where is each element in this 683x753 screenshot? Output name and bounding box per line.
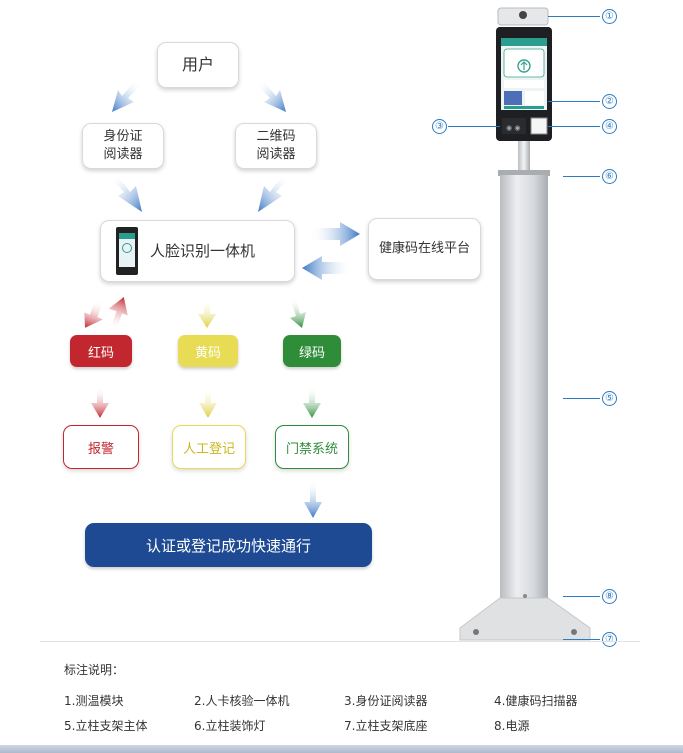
legend-item-1: 1.测温模块: [64, 694, 124, 708]
manual-register-label: 人工登记: [182, 441, 235, 457]
temperature-sensor-icon: [519, 11, 527, 19]
device-illustration: ◉ ◉: [459, 7, 591, 641]
power-port: [523, 594, 527, 598]
access-system-label: 门禁系统: [285, 441, 338, 457]
callout-line-5: [563, 398, 600, 399]
id-reader-node: 身份证 阅读器: [82, 123, 164, 169]
callout-5: ⑤: [602, 391, 617, 406]
callout-line-7: [563, 639, 600, 640]
health-platform-label: 健康码在线平台: [378, 241, 470, 256]
qr-scanner: [530, 117, 548, 135]
pass-indicator-icon: [517, 59, 531, 73]
alarm-label: 报警: [87, 441, 114, 457]
arrow-terminal-to-yellow-code: [198, 298, 216, 328]
callout-line-6: [563, 176, 600, 177]
arrow-terminal-to-platform: [310, 222, 360, 246]
svg-text:◉ ◉: ◉ ◉: [506, 124, 520, 132]
callout-line-4: [548, 126, 600, 127]
callout-line-3: [448, 126, 500, 127]
arrow-yellow-code-to-manual: [199, 387, 217, 418]
arrow-platform-to-terminal: [302, 256, 352, 280]
callout-7: ⑦: [602, 632, 617, 647]
face-terminal-label: 人脸识别一体机: [150, 242, 256, 260]
pole-body: [500, 175, 548, 627]
qr-reader-node: 二维码 阅读器: [235, 123, 317, 169]
base-bolt-right: [571, 629, 577, 635]
final-banner-label: 认证或登记成功快速通行: [145, 536, 311, 555]
legend-item-4: 4.健康码扫描器: [494, 694, 578, 708]
legend-item-5: 5.立柱支架主体: [64, 719, 148, 733]
device-neck: [518, 141, 530, 171]
section-divider: [40, 641, 640, 642]
arrow-green-code-to-access: [303, 387, 321, 418]
yellow-code-label: 黄码: [194, 345, 221, 361]
base-bolt-left: [473, 629, 479, 635]
user-label: 用户: [181, 55, 214, 74]
legend-item-8: 8.电源: [494, 719, 530, 733]
alarm-node: 报警: [63, 425, 139, 469]
arrow-red-code-to-alarm: [91, 387, 109, 418]
callout-1: ①: [602, 9, 617, 24]
callout-8: ⑧: [602, 589, 617, 604]
red-code-label: 红码: [87, 345, 114, 361]
callout-4: ④: [602, 119, 617, 134]
health-platform-node: 健康码在线平台: [368, 218, 481, 280]
legend-item-3: 3.身份证阅读器: [344, 694, 428, 708]
access-system-node: 门禁系统: [275, 425, 349, 469]
final-banner: 认证或登记成功快速通行: [85, 523, 372, 567]
face-terminal-thumbnail: [116, 227, 138, 275]
qr-reader-label-line2: 阅读器: [256, 147, 296, 162]
arrow-access-to-final: [304, 480, 322, 518]
callout-line-2: [548, 101, 600, 102]
pole-top-cap: [498, 170, 550, 176]
arrow-user-to-qr-reader: [258, 82, 286, 112]
legend-item-7: 7.立柱支架底座: [344, 719, 428, 733]
arrow-user-to-id-reader: [112, 82, 140, 112]
callout-line-1: [548, 16, 600, 17]
id-card-reader: [502, 118, 526, 134]
arrow-red-code-to-terminal: [108, 297, 128, 331]
face-terminal-node: 人脸识别一体机: [100, 220, 295, 282]
legend-item-2: 2.人卡核验一体机: [194, 694, 290, 708]
legend-title: 标注说明：: [64, 663, 125, 677]
pole-base: [459, 597, 591, 641]
qr-reader-label-line1: 二维码: [256, 129, 296, 144]
green-code-pill: 绿码: [283, 335, 341, 367]
callout-line-8: [563, 596, 600, 597]
user-node: 用户: [157, 42, 239, 88]
callout-3: ③: [432, 119, 447, 134]
arrow-qr-reader-to-terminal: [258, 176, 288, 212]
callout-2: ②: [602, 94, 617, 109]
arrow-terminal-to-red-code: [84, 299, 104, 328]
id-reader-label-line2: 阅读器: [103, 147, 143, 162]
callout-6: ⑥: [602, 169, 617, 184]
bottom-bar: [0, 745, 683, 753]
manual-register-node: 人工登记: [172, 425, 246, 469]
id-reader-label-line1: 身份证: [103, 129, 143, 144]
arrow-id-reader-to-terminal: [112, 176, 142, 212]
legend-item-6: 6.立柱装饰灯: [194, 719, 266, 733]
yellow-code-pill: 黄码: [178, 335, 238, 367]
green-code-label: 绿码: [298, 345, 325, 361]
arrow-terminal-to-green-code: [290, 298, 306, 328]
red-code-pill: 红码: [70, 335, 132, 367]
